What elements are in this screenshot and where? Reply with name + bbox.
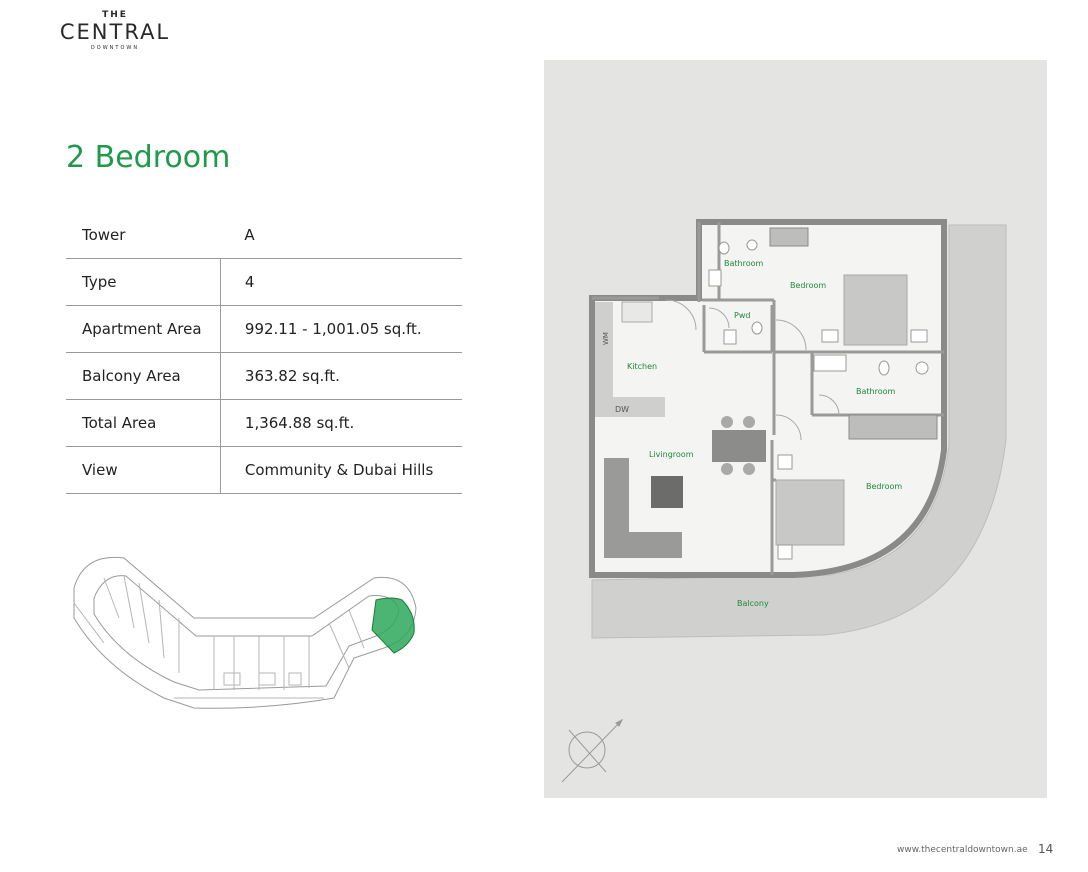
- dining-table: [712, 430, 766, 462]
- bed-1: [843, 274, 908, 346]
- room-label-kitchen: Kitchen: [627, 362, 657, 371]
- spec-label: Total Area: [66, 399, 221, 447]
- spec-value: A: [220, 212, 462, 259]
- spec-label: View: [66, 446, 221, 494]
- floor-plan: Bathroom Bedroom Pwd Kitchen Bathroom Li…: [561, 219, 1007, 783]
- spec-label: Apartment Area: [66, 305, 221, 353]
- table-row: Balcony Area 363.82 sq.ft.: [66, 352, 462, 400]
- spec-label: Balcony Area: [66, 352, 221, 400]
- compass-icon: [561, 718, 624, 783]
- highlighted-unit: [371, 597, 415, 654]
- page-number: 14: [1038, 842, 1054, 856]
- spec-label: Type: [66, 258, 221, 306]
- page-title: 2 Bedroom: [66, 140, 231, 175]
- table-row: View Community & Dubai Hills: [66, 446, 462, 494]
- spec-value: 1,364.88 sq.ft.: [219, 399, 462, 447]
- coffee-table: [651, 476, 683, 508]
- room-label-pwd: Pwd: [734, 311, 750, 320]
- spec-label: Tower: [66, 212, 221, 259]
- spec-value: Community & Dubai Hills: [219, 446, 462, 494]
- room-label-balcony: Balcony: [737, 599, 769, 608]
- room-label-dw: DW: [615, 405, 629, 414]
- bed-2: [775, 479, 845, 546]
- logo-sub-text: DOWNTOWN: [90, 45, 140, 51]
- sofa: [604, 458, 682, 558]
- spec-value: 992.11 - 1,001.05 sq.ft.: [219, 305, 462, 353]
- spec-table: Tower A Type 4 Apartment Area 992.11 - 1…: [66, 212, 462, 494]
- logo-main-text: CENTRAL: [59, 20, 171, 44]
- room-label-bathroom-1: Bathroom: [724, 259, 764, 268]
- room-label-livingroom: Livingroom: [649, 450, 694, 459]
- table-row: Apartment Area 992.11 - 1,001.05 sq.ft.: [66, 305, 462, 353]
- footer-url: www.thecentraldowntown.ae: [897, 845, 1028, 855]
- logo-top-text: THE: [102, 10, 128, 20]
- room-label-bedroom-2: Bedroom: [866, 482, 902, 491]
- floor-plan-panel: Bathroom Bedroom Pwd Kitchen Bathroom Li…: [544, 60, 1047, 798]
- room-label-wm: WM: [602, 332, 610, 345]
- brand-logo: THE CENTRAL DOWNTOWN: [58, 10, 172, 52]
- key-plan: [73, 556, 417, 709]
- spec-value: 363.82 sq.ft.: [219, 352, 462, 400]
- spec-value: 4: [219, 258, 462, 306]
- table-row: Tower A: [66, 212, 462, 259]
- table-row: Type 4: [66, 258, 462, 306]
- room-label-bathroom-2: Bathroom: [856, 387, 896, 396]
- room-label-bedroom-1: Bedroom: [790, 281, 826, 290]
- table-row: Total Area 1,364.88 sq.ft.: [66, 399, 462, 447]
- balcony-area: [591, 224, 1007, 639]
